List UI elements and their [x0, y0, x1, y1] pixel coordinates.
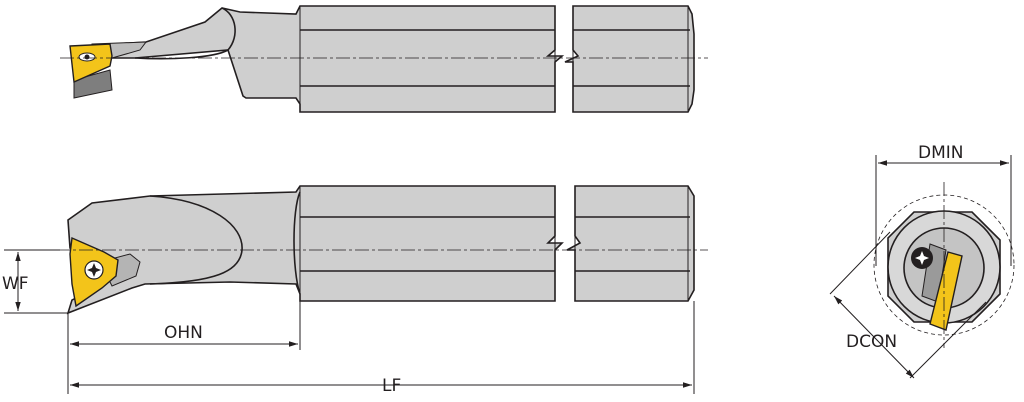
end-view-insert — [929, 251, 963, 331]
ohn-extension-lines — [67, 301, 301, 360]
dcon-dimension-line — [833, 295, 915, 379]
top-view-insert-screw-center-icon — [84, 54, 90, 60]
lf-extension-lines — [67, 301, 695, 394]
side-view-throat — [293, 191, 301, 295]
end-view-torx-icon — [915, 251, 929, 265]
end-view: DMIN DCON — [829, 143, 1015, 379]
side-view-step — [299, 186, 689, 301]
top-view-break-line — [554, 6, 574, 112]
lf-label: LF — [382, 376, 401, 396]
top-view — [60, 5, 708, 113]
top-view-seat — [73, 69, 113, 99]
top-view-step — [299, 6, 689, 112]
side-view-shank-right — [566, 185, 695, 302]
side-view-insert-torx-icon — [87, 263, 101, 277]
dcon-extension-lines — [829, 231, 987, 379]
top-view-neck-curve — [134, 7, 236, 60]
dmin-extension-lines — [875, 155, 1012, 266]
top-view-insert — [69, 43, 113, 84]
dmin-label: DMIN — [918, 143, 964, 163]
ohn-label: OHN — [164, 323, 203, 343]
top-view-shank-right — [564, 5, 695, 113]
wf-extension-lines — [4, 249, 68, 314]
wf-label: WF — [2, 274, 29, 294]
side-view — [10, 185, 708, 315]
dcon-label: DCON — [846, 332, 897, 352]
dimensions: WF OHN LF — [2, 249, 695, 396]
side-view-shank-left — [66, 185, 564, 315]
